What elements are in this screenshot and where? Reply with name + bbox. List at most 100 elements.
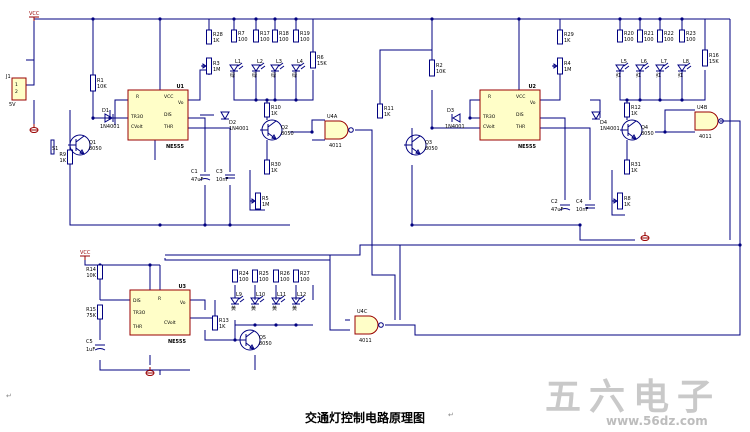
led-ref: L4 (297, 59, 303, 65)
junction-dot (578, 223, 582, 227)
paragraph-mark: ↵ (6, 392, 12, 400)
led-ref: L6 (641, 59, 647, 65)
pot-wiper-r5 (250, 198, 256, 204)
capacitor-ref: C4 (576, 199, 583, 205)
battery-value: 5V (9, 102, 16, 108)
diagram-caption: 交通灯控制电路原理图 (305, 411, 426, 425)
resistor-ref: R9 (59, 152, 66, 158)
pot-wiper-r8 (612, 198, 618, 204)
wire (540, 70, 561, 101)
resistor-value: 1M (564, 67, 572, 73)
pot-wiper-r3 (201, 63, 207, 69)
junction-dot (638, 98, 642, 102)
resistor-value: 100 (644, 37, 654, 43)
diode-value: 1N4001 (229, 126, 249, 132)
resistor-value: 100 (280, 277, 290, 283)
led-l2: L2绿 (251, 59, 266, 79)
wire (540, 127, 591, 200)
transistor-value: 8050 (89, 146, 102, 152)
resistor-value: 1M (262, 202, 270, 208)
chip-name: NE555 (168, 339, 187, 345)
junction-dot (265, 98, 269, 102)
chip-ref: U1 (176, 84, 184, 90)
resistor-value: 1K (219, 324, 226, 330)
diode-value: 1N4001 (100, 124, 120, 130)
resistor-ref: R15 (86, 307, 96, 313)
ground-symbol (145, 367, 155, 376)
resistor-ref: R29 (564, 32, 574, 38)
resistor-ref: R17 (260, 31, 270, 37)
led-ref: L7 (661, 59, 667, 65)
diode-ref: D4 (600, 120, 607, 126)
battery-ref: J1 (5, 74, 11, 80)
led-ref: L11 (277, 292, 286, 298)
led-color: 黄 (231, 305, 236, 312)
chip-ref: U2 (528, 84, 536, 90)
led-color: 红 (636, 72, 641, 79)
pin-label: THR (132, 324, 142, 330)
junction-dot (254, 98, 258, 102)
gate-name: 4011 (699, 134, 712, 140)
junction-dot (91, 116, 95, 120)
resistor-ref: R18 (279, 31, 289, 37)
junction-dot (410, 223, 414, 227)
wire (99, 360, 190, 371)
transistor-ref: Q3 (425, 140, 432, 146)
led-ref: L12 (297, 292, 306, 298)
transistor-value: 8050 (281, 131, 294, 137)
wire (188, 69, 209, 101)
resistor-ref: R7 (238, 31, 245, 37)
resistor-ref: R19 (300, 31, 310, 37)
wire (84, 258, 160, 266)
resistor-value: 100 (279, 37, 289, 43)
wire (619, 70, 706, 101)
wire (188, 127, 231, 172)
switch-s1: S1 (50, 139, 58, 155)
chip-name: NE555 (518, 144, 537, 150)
resistor-value: 1K (624, 202, 631, 208)
led-l7: L7红 (655, 59, 670, 79)
junction-dot (294, 98, 298, 102)
resistor-value: 10K (86, 273, 96, 279)
pin-label: THR (163, 124, 173, 130)
switch-ref: S1 (52, 146, 58, 152)
gate-name: 4011 (329, 143, 342, 149)
junction-dot (663, 130, 667, 134)
wire (355, 129, 396, 320)
led-color: 红 (678, 72, 683, 79)
junction-dot (203, 223, 207, 227)
junction-dot (148, 263, 152, 267)
ground-symbol (640, 232, 650, 241)
led-l5: L5红 (615, 59, 630, 79)
resistor-ref: R23 (686, 31, 696, 37)
led-ref: L3 (276, 59, 282, 65)
wire (114, 99, 128, 125)
wire (69, 130, 160, 226)
pin-label: CVolt (164, 320, 176, 326)
capacitor-ref: C2 (551, 199, 558, 205)
led-color: 黄 (272, 305, 277, 312)
chip-ref: U3 (178, 284, 186, 290)
